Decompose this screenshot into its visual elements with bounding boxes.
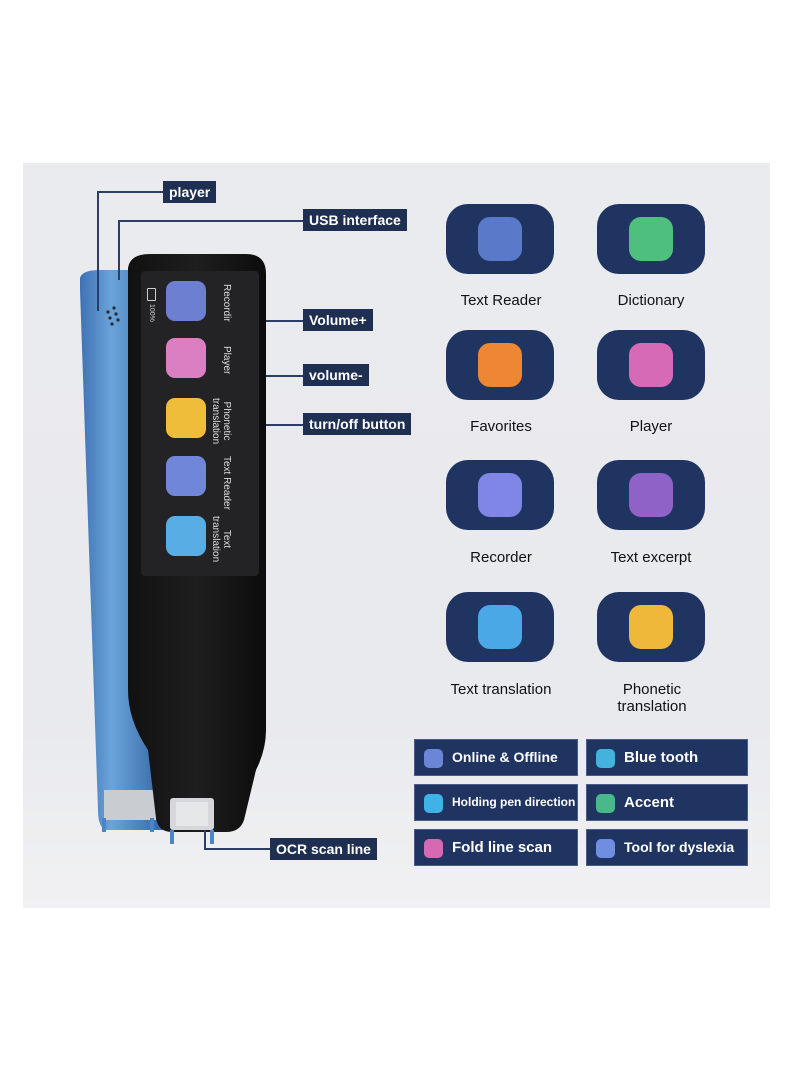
tile-dictionary[interactable] bbox=[597, 204, 705, 274]
caption-text-excerpt: Text excerpt bbox=[610, 549, 692, 566]
edit-icon bbox=[629, 473, 673, 517]
feature-online-offline: Online & Offline bbox=[414, 739, 578, 776]
app-label-recorder: Recordir bbox=[221, 284, 232, 322]
leader-line-player bbox=[97, 191, 163, 193]
caption-text-reader: Text Reader bbox=[460, 292, 542, 309]
caption-recorder: Recorder bbox=[470, 549, 532, 566]
leader-line-ocr bbox=[204, 848, 270, 850]
app-label-player: Player bbox=[221, 346, 232, 375]
music-note-icon bbox=[629, 343, 673, 387]
caption-text-translation: Text translation bbox=[450, 681, 552, 698]
pen-icon bbox=[424, 794, 443, 813]
tile-text-excerpt[interactable] bbox=[597, 460, 705, 530]
app-icon-player[interactable] bbox=[166, 338, 206, 378]
callout-usb-interface: USB interface bbox=[303, 209, 407, 231]
leader-line-ocr-v bbox=[204, 830, 206, 850]
app-label-text-reader: Text Reader bbox=[221, 456, 232, 510]
tile-text-translation[interactable] bbox=[446, 592, 554, 662]
battery-icon bbox=[147, 288, 156, 301]
favorites-icon bbox=[478, 343, 522, 387]
status-bar: 100% bbox=[146, 288, 158, 338]
caption-favorites: Favorites bbox=[470, 418, 532, 435]
app-label-phonetic-translation: Phonetic translation bbox=[210, 398, 232, 445]
recorder-icon bbox=[478, 473, 522, 517]
app-label-text-translation: Text translation bbox=[210, 516, 232, 563]
callout-volume-down: volume- bbox=[303, 364, 369, 386]
app-icon-recorder[interactable] bbox=[166, 281, 206, 321]
callout-power-button: turn/off button bbox=[303, 413, 412, 435]
tile-player[interactable] bbox=[597, 330, 705, 400]
callout-ocr-scan-line: OCR scan line bbox=[270, 838, 377, 860]
audio-wave-icon bbox=[596, 794, 615, 813]
tile-favorites[interactable] bbox=[446, 330, 554, 400]
leader-line-volume-down bbox=[266, 375, 303, 377]
caption-player: Player bbox=[629, 418, 673, 435]
caption-phonetic-translation: Phonetic translation bbox=[617, 681, 687, 715]
text-reader-icon bbox=[478, 217, 522, 261]
leader-line-usb-v bbox=[118, 220, 120, 280]
tile-phonetic-translation[interactable] bbox=[597, 592, 705, 662]
feature-holding-pen-direction: Holding pen direction bbox=[414, 784, 578, 821]
feature-bluetooth: Blue tooth bbox=[586, 739, 748, 776]
app-icon-text-translation[interactable] bbox=[166, 516, 206, 556]
fold-scan-icon bbox=[424, 839, 443, 858]
leader-line-volume-up bbox=[266, 320, 303, 322]
callout-volume-up: Volume+ bbox=[303, 309, 373, 331]
translate-icon bbox=[478, 605, 522, 649]
app-icon-phonetic-translation[interactable] bbox=[166, 398, 206, 438]
dyslexia-tool-icon bbox=[596, 839, 615, 858]
app-icon-text-reader[interactable] bbox=[166, 456, 206, 496]
feature-tool-for-dyslexia: Tool for dyslexia bbox=[586, 829, 748, 866]
dictionary-icon bbox=[629, 217, 673, 261]
leader-line-power bbox=[266, 424, 303, 426]
battery-level: 100% bbox=[148, 304, 155, 322]
bluetooth-icon bbox=[596, 749, 615, 768]
leader-line-usb bbox=[118, 220, 303, 222]
feature-fold-line-scan: Fold line scan bbox=[414, 829, 578, 866]
microphone-icon bbox=[629, 605, 673, 649]
callout-player: player bbox=[163, 181, 217, 203]
leader-line-player-v bbox=[97, 191, 99, 311]
wifi-icon bbox=[424, 749, 443, 768]
tile-text-reader[interactable] bbox=[446, 204, 554, 274]
feature-accent: Accent bbox=[586, 784, 748, 821]
caption-dictionary: Dictionary bbox=[617, 292, 685, 309]
tile-recorder[interactable] bbox=[446, 460, 554, 530]
